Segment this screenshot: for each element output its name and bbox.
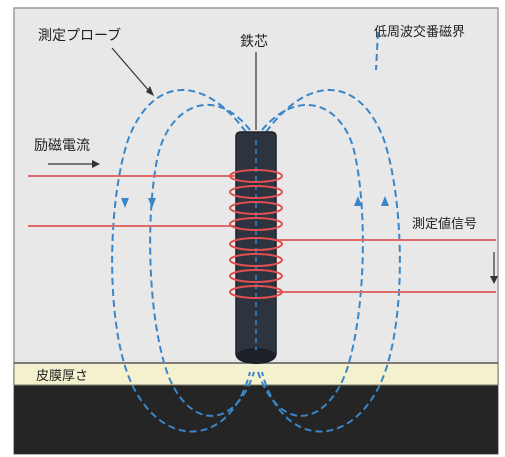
field-loop-left-outer bbox=[111, 89, 251, 433]
probe-pointer-head bbox=[146, 86, 154, 96]
label-thickness: 皮膜厚さ bbox=[36, 369, 88, 384]
iron-core-tip bbox=[236, 348, 276, 364]
field-arrow-right-outer bbox=[381, 196, 389, 206]
field-loop-right-inner bbox=[257, 103, 364, 417]
field-arrow-left-inner bbox=[148, 198, 156, 208]
excitation-arrow bbox=[48, 160, 100, 168]
signal-lines bbox=[270, 239, 496, 293]
coil-turn-8 bbox=[229, 285, 283, 299]
excitation-lines bbox=[28, 175, 240, 227]
label-excitation: 励磁電流 bbox=[34, 138, 90, 154]
coil-turn-7 bbox=[229, 269, 283, 283]
label-field: 低周波交番磁界 bbox=[374, 24, 465, 40]
substrate bbox=[14, 385, 498, 454]
field-arrow-left-outer bbox=[121, 198, 129, 208]
coil-turn-6 bbox=[229, 253, 283, 267]
field-loop-right-outer bbox=[261, 89, 401, 433]
signal-arrow bbox=[490, 252, 498, 284]
probe-pointer bbox=[111, 47, 151, 93]
label-pointers bbox=[111, 47, 257, 130]
coil-turn-3 bbox=[229, 201, 283, 215]
field-arrow-right-inner bbox=[354, 196, 362, 206]
label-probe: 測定プローブ bbox=[38, 27, 121, 44]
coil-turn-2 bbox=[229, 185, 283, 199]
field-lines bbox=[111, 31, 401, 433]
label-core: 鉄芯 bbox=[240, 34, 268, 50]
coil-turn-1 bbox=[229, 169, 283, 183]
label-signal: 測定値信号 bbox=[412, 216, 477, 232]
coil-turn-4 bbox=[229, 217, 283, 231]
coil-upper bbox=[229, 169, 283, 231]
coil-turn-5 bbox=[229, 237, 283, 251]
field-label-pointer bbox=[375, 31, 379, 71]
coil-lower bbox=[229, 237, 283, 299]
field-loop-left-inner bbox=[149, 103, 255, 417]
